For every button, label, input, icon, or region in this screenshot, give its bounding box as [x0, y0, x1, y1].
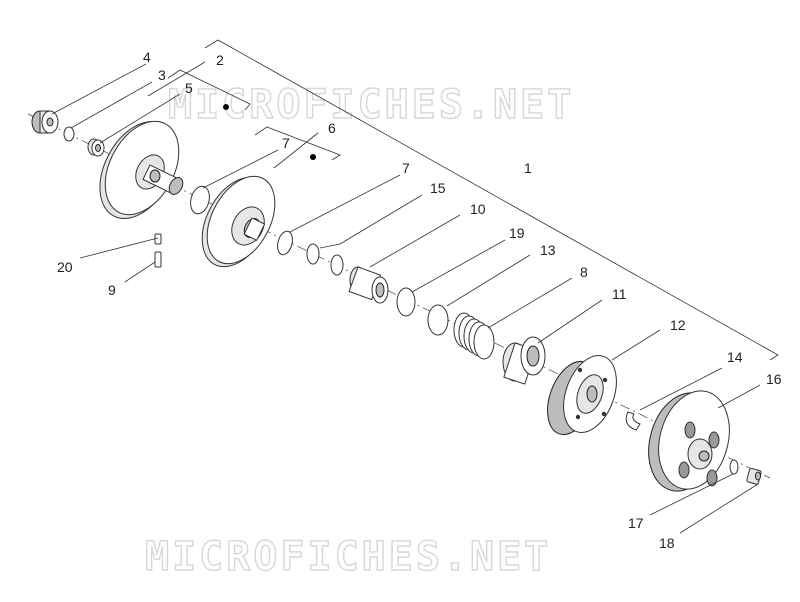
callout-12: 12 [670, 317, 686, 333]
callout-3: 3 [158, 67, 166, 83]
part-12-clutch [547, 355, 617, 435]
part-17-washer [729, 459, 739, 475]
subassembly-dot-6 [310, 154, 316, 160]
callout-9: 9 [108, 282, 116, 298]
part-7-oring-lower [277, 230, 293, 256]
callout-17: 17 [628, 515, 644, 531]
part-4-bearing [31, 110, 59, 134]
subassembly-dot-2 [223, 104, 229, 110]
callout-5: 5 [185, 80, 193, 96]
callout-15: 15 [430, 180, 446, 196]
part-6-movable-pulley [201, 175, 276, 268]
callout-10: 10 [470, 201, 486, 217]
callout-7-upper: 7 [282, 135, 290, 151]
callout-16: 16 [766, 371, 782, 387]
callout-14: 14 [727, 349, 743, 365]
part-16-clutch-bell [648, 390, 730, 492]
callout-2: 2 [216, 52, 224, 68]
bracket-group-2 [167, 69, 251, 111]
part-13-ring [427, 304, 449, 336]
bracket-group-6 [254, 126, 341, 161]
part-3-circlip [63, 126, 75, 142]
callout-4: 4 [143, 49, 151, 65]
callout-11: 11 [612, 286, 627, 302]
assembly-axis [27, 113, 771, 479]
part-10-bushing [348, 266, 389, 304]
part-20-pin [154, 233, 162, 245]
part-18-nut [746, 467, 762, 485]
bracket-group-1 [204, 39, 779, 361]
leader-lines [51, 61, 761, 534]
part-19-washer [396, 287, 416, 317]
callout-7-lower: 7 [402, 160, 410, 176]
watermark-top: MICROFICHES.NET [168, 82, 574, 128]
part-11-cup [502, 336, 546, 385]
callout-1: 1 [524, 160, 532, 176]
part-8-spring [453, 312, 495, 360]
part-7-oring-upper [190, 185, 210, 215]
part-9-bolt [154, 251, 162, 268]
callout-6: 6 [328, 120, 336, 136]
watermark-bottom: MICROFICHES.NET [145, 534, 551, 580]
callout-8: 8 [580, 264, 588, 280]
callout-19: 19 [509, 225, 525, 241]
callout-13: 13 [540, 242, 556, 258]
part-5-bearing [87, 138, 105, 157]
part-2-fixed-pulley [99, 120, 184, 219]
callout-20: 20 [57, 259, 73, 275]
callout-18: 18 [659, 535, 675, 551]
part-15-seal-rings [306, 243, 344, 276]
part-14-circlip [625, 411, 641, 431]
